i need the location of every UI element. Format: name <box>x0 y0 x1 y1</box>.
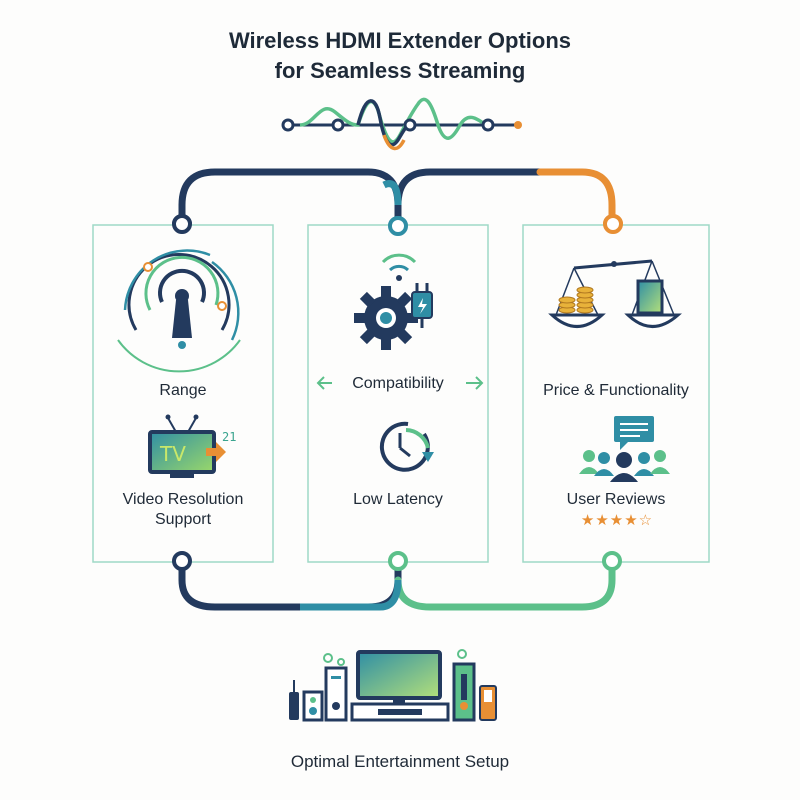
range-antenna-icon <box>117 249 241 373</box>
diagram-title: Wireless HDMI Extender Options for Seaml… <box>0 26 800 86</box>
balance-scale-icon <box>548 259 682 328</box>
label-user-reviews: User Reviews <box>566 491 666 508</box>
tv-screen-text: TV <box>160 442 186 466</box>
label-range: Range <box>159 382 207 399</box>
label-video-resolution-line-1: Video Resolution <box>122 491 244 508</box>
footer-label: Optimal Entertainment Setup <box>290 752 510 771</box>
gear-plug-icon <box>354 253 433 350</box>
panel-left <box>92 224 274 563</box>
label-video-resolution: Video Resolution Support <box>93 490 273 530</box>
compatibility-arrows-icon <box>316 376 484 390</box>
tv-channel-number: 21 <box>222 430 237 444</box>
label-video-resolution-line-2: Support <box>154 511 212 528</box>
label-price-functionality: Price & Functionality <box>543 382 689 399</box>
rating-stars: ★★★★☆ <box>580 512 654 529</box>
title-line-2: for Seamless Streaming <box>274 58 526 83</box>
title-line-1: Wireless HDMI Extender Options <box>228 28 572 53</box>
label-low-latency: Low Latency <box>353 491 443 508</box>
label-compatibility: Compatibility <box>352 375 444 392</box>
user-reviews-icon <box>579 416 670 482</box>
panel-right <box>522 224 710 563</box>
signal-wave-icon <box>281 97 522 151</box>
clock-icon <box>379 421 434 472</box>
entertainment-setup-icon <box>289 649 497 722</box>
bottom-connector <box>172 551 622 611</box>
tv-icon <box>148 414 226 478</box>
